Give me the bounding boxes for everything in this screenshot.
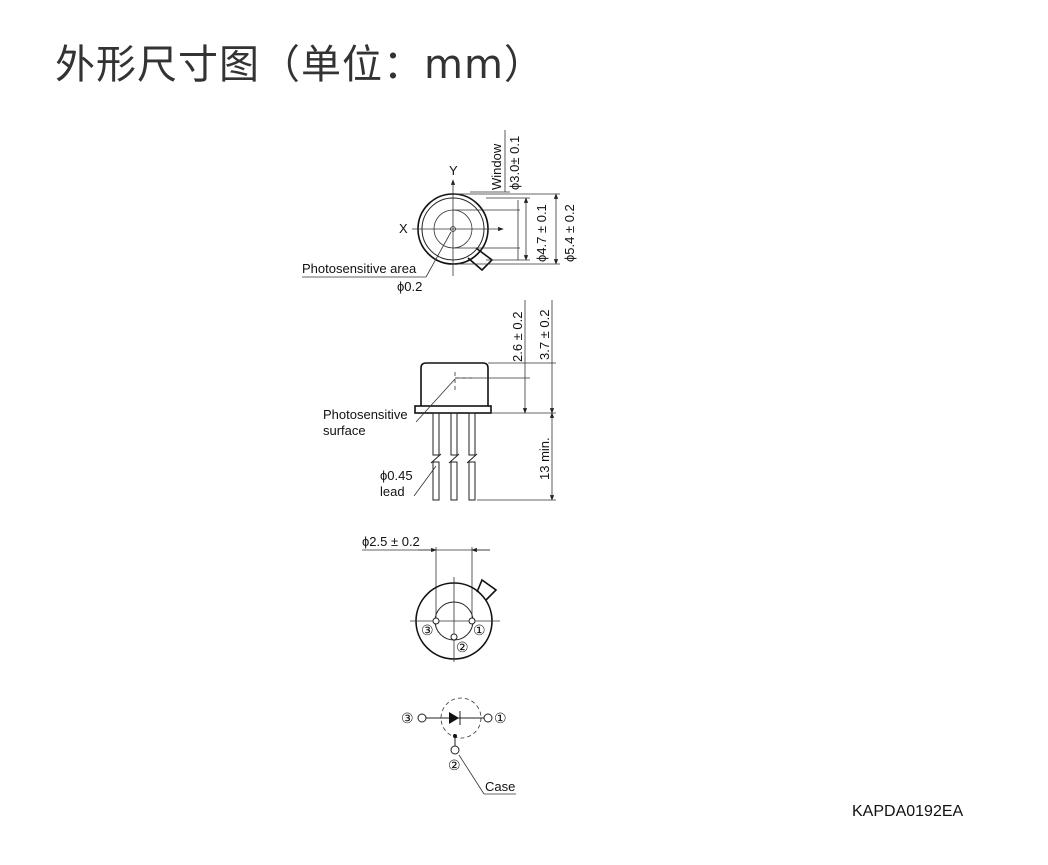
dim-inner-diameter: ϕ4.7 ± 0.1: [534, 204, 549, 262]
side-view-cap: [420, 362, 489, 406]
schematic-pin-3-node: [417, 713, 427, 723]
bottom-view: ϕ2.5 ± 0.2 ③ ① ②: [362, 534, 500, 662]
diode-symbol: [449, 712, 459, 724]
lead-1-upper: [468, 412, 476, 456]
bottom-pin-2-label: ②: [456, 639, 469, 655]
side-view-flange: [414, 405, 492, 414]
dim-outer-diameter: ϕ5.4 ± 0.2: [562, 204, 577, 262]
lead-label: lead: [380, 484, 405, 499]
pitch-diameter-dim: ϕ2.5 ± 0.2: [362, 534, 420, 549]
schematic-pin-2-label: ②: [448, 757, 461, 773]
photosensitive-surface-label-1: Photosensitive: [323, 407, 408, 422]
window-dim: ϕ3.0± 0.1: [507, 136, 522, 190]
case-label: Case: [485, 779, 515, 794]
drawing-code: KAPDA0192EA: [852, 803, 964, 820]
bottom-pin-2: [450, 633, 458, 641]
axis-y-label: Y: [449, 163, 458, 178]
dim-13-min: 13 min.: [537, 437, 552, 480]
window-label: Window: [489, 143, 504, 190]
lead-3-upper: [432, 412, 440, 456]
photosensitive-surface-label-2: surface: [323, 423, 366, 438]
schematic-pin-1-node: [483, 713, 493, 723]
lead-2-upper: [450, 412, 458, 456]
lead-3-lower: [432, 461, 440, 501]
side-view: 2.6 ± 0.2 3.7 ± 0.2 13 min. Photosensiti…: [323, 300, 556, 501]
schematic-pin-3-label: ③: [401, 710, 414, 726]
dim-3-7: 3.7 ± 0.2: [537, 309, 552, 360]
bottom-view-tab: [476, 578, 498, 601]
lead-diameter-dim: ϕ0.45: [380, 468, 413, 483]
bottom-pin-3-label: ③: [421, 622, 434, 638]
bottom-pin-1-label: ①: [473, 622, 486, 638]
photosensitive-area-dim: ϕ0.2: [397, 279, 422, 294]
top-view: Y X Window ϕ3.0± 0.1 ϕ4.7 ± 0.1 ϕ5.4 ± 0…: [302, 130, 577, 294]
bottom-pin-3: [432, 617, 440, 625]
schematic: ③ ① ② Case: [401, 697, 516, 795]
lead-1-lower: [468, 461, 476, 501]
dim-2-6: 2.6 ± 0.2: [510, 311, 525, 362]
bottom-pin-1: [468, 617, 476, 625]
page-title: 外形尺寸图（单位：mm）: [55, 42, 545, 88]
schematic-pin-1-label: ①: [494, 710, 507, 726]
photosensitive-area-label: Photosensitive area: [302, 261, 417, 276]
axis-x-label: X: [399, 221, 408, 236]
lead-2-lower: [450, 461, 458, 501]
schematic-pin-2-node: [450, 745, 460, 755]
